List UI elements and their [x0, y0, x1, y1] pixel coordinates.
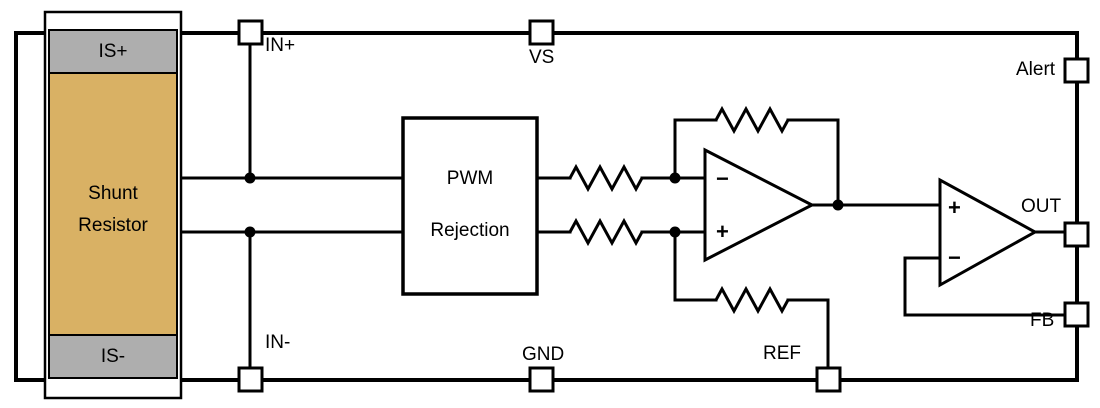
opamp1-triangle — [703, 147, 816, 263]
shunt-bottom-terminal-label: IS- — [100, 346, 126, 367]
pin-label-vs: VS — [529, 47, 555, 68]
shunt-name-line2: Resistor — [78, 215, 148, 236]
pin-fb-terminal — [1063, 301, 1090, 328]
resistor-feedback-icon — [714, 105, 790, 135]
pin-gnd-terminal — [528, 366, 555, 393]
pin-label-gnd: GND — [522, 344, 565, 365]
is-minus-terminal-block — [48, 334, 178, 379]
pin-label-in-minus: IN- — [265, 332, 291, 353]
opamp2-triangle — [938, 177, 1039, 288]
opamp2-inverting-sign: − — [948, 245, 961, 270]
shunt-resistor-block — [48, 72, 178, 336]
pin-ref-terminal — [815, 366, 842, 393]
pwm-label-line2: Rejection — [430, 220, 510, 241]
pin-vs-terminal — [528, 19, 555, 46]
pin-in-plus-terminal — [237, 19, 264, 46]
junction-dot — [669, 226, 681, 238]
junction-dot — [244, 226, 256, 238]
opamp1-inverting-sign: − — [716, 166, 729, 191]
pin-alert-terminal — [1063, 57, 1090, 84]
pin-in-minus-terminal — [237, 366, 264, 393]
junction-dots — [244, 172, 844, 238]
opamp1-noninverting-sign: + — [716, 219, 729, 244]
resistors — [568, 105, 790, 315]
junction-dot — [244, 172, 256, 184]
pin-label-alert: Alert — [1016, 59, 1056, 80]
junction-dot — [669, 172, 681, 184]
shunt-name-line1: Shunt — [88, 183, 138, 204]
pin-label-fb: FB — [1030, 310, 1055, 331]
pwm-label-line1: PWM — [446, 168, 494, 189]
pin-label-in-plus: IN+ — [265, 35, 296, 56]
pin-out-terminal — [1063, 221, 1090, 248]
pin-label-out: OUT — [1021, 196, 1062, 217]
opamp2-noninverting-sign: + — [948, 195, 961, 220]
resistor-input-top-icon — [568, 163, 644, 193]
resistor-input-bottom-icon — [568, 217, 644, 247]
resistor-ref-icon — [714, 285, 790, 315]
shunt-top-terminal-label: IS+ — [98, 41, 128, 62]
pins — [237, 19, 1090, 393]
junction-dot — [832, 199, 844, 211]
pin-label-ref: REF — [763, 343, 801, 364]
pwm-rejection-block — [401, 116, 539, 296]
